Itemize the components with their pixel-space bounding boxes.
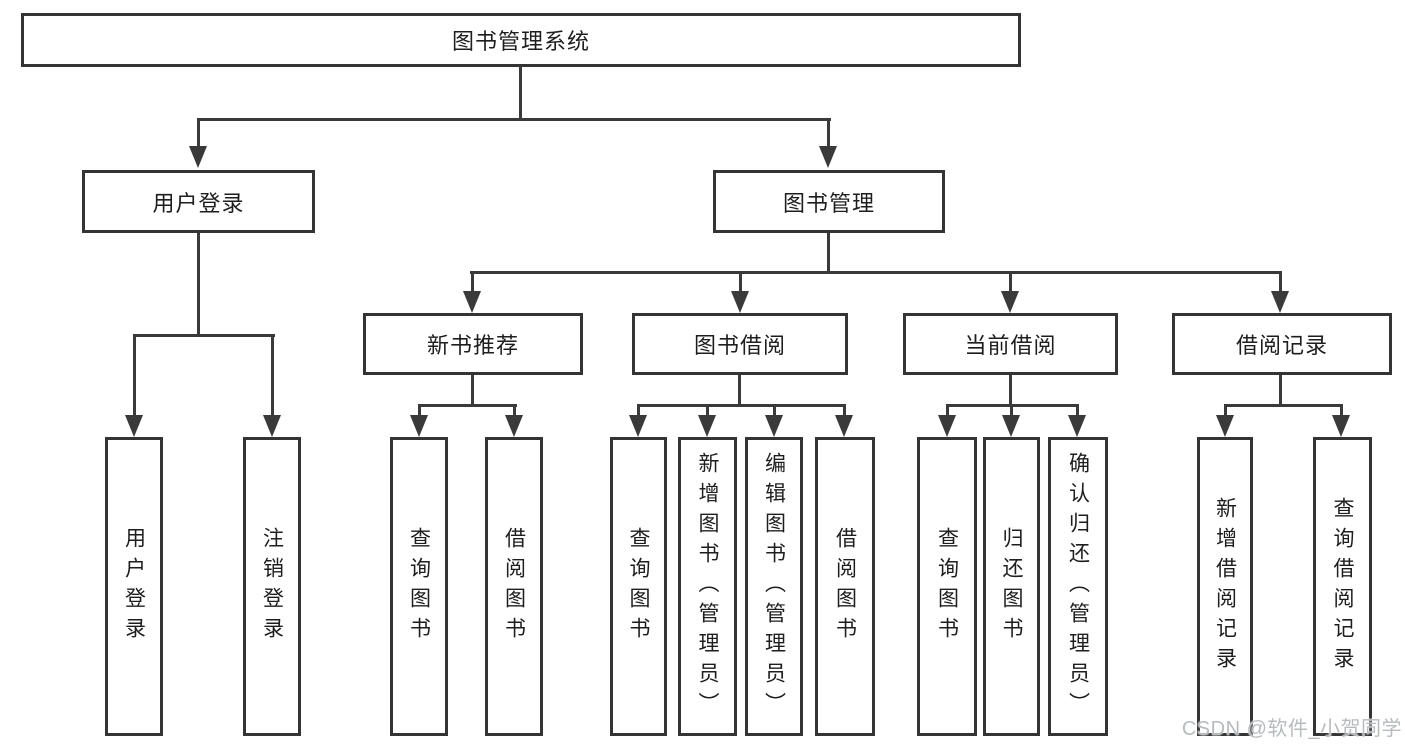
arrowhead-down-icon <box>1271 291 1289 313</box>
node-label: 新增图书（管理员） <box>696 451 719 722</box>
connector-stem <box>513 404 516 417</box>
connector-stem <box>773 404 776 417</box>
connector-stem <box>133 334 136 417</box>
connector-stem <box>197 118 200 149</box>
node-query-books-newbook: 查询图书 <box>390 437 448 736</box>
connector-borrow-bar <box>637 404 845 407</box>
connector-login-trunk <box>197 233 200 337</box>
node-library-management-system: 图书管理系统 <box>21 13 1021 67</box>
node-label: 图书管理 <box>782 190 875 216</box>
arrowhead-down-icon <box>463 291 481 313</box>
arrowhead-down-icon <box>1216 415 1234 437</box>
node-return-books: 归还图书 <box>983 437 1040 736</box>
arrowhead-down-icon <box>505 415 523 437</box>
node-label: 新增借阅记录 <box>1213 496 1237 677</box>
connector-newbook-bar <box>418 404 517 407</box>
arrowhead-down-icon <box>1068 415 1086 437</box>
connector-records-trunk <box>1279 375 1282 407</box>
connector-stem <box>471 271 474 293</box>
connector-newbook-trunk <box>471 375 474 407</box>
connector-book-mgmt-trunk <box>827 233 830 274</box>
node-label: 查询借阅记录 <box>1331 496 1354 677</box>
arrowhead-down-icon <box>698 415 716 437</box>
node-query-borrow-record: 查询借阅记录 <box>1313 437 1372 736</box>
node-label: 当前借阅 <box>964 333 1057 358</box>
arrowhead-down-icon <box>938 415 956 437</box>
node-borrow-books-borrow: 借阅图书 <box>815 437 875 736</box>
arrowhead-down-icon <box>410 415 428 437</box>
node-label: 注销登录 <box>260 526 284 647</box>
connector-current-trunk <box>1009 375 1012 407</box>
arrowhead-down-icon <box>1001 291 1019 313</box>
node-book-borrowing: 图书借阅 <box>632 313 848 375</box>
connector-stem <box>739 271 742 293</box>
arrowhead-down-icon <box>125 415 143 437</box>
connector-stem <box>637 404 640 417</box>
arrowhead-down-icon <box>765 415 783 437</box>
node-label: 查询图书 <box>407 526 431 647</box>
node-label: 借阅图书 <box>502 526 526 647</box>
node-label: 借阅图书 <box>833 526 857 647</box>
node-book-management: 图书管理 <box>713 170 945 233</box>
node-label: 图书管理系统 <box>451 29 590 54</box>
node-add-borrow-record: 新增借阅记录 <box>1197 437 1253 736</box>
node-label: 确认归还（管理员） <box>1066 451 1090 722</box>
node-edit-books-admin: 编辑图书（管理员） <box>745 437 803 736</box>
node-borrowing-records: 借阅记录 <box>1172 313 1392 375</box>
node-label: 归还图书 <box>1000 526 1023 647</box>
connector-stem <box>271 334 274 417</box>
connector-stem <box>1009 271 1012 293</box>
node-label: 图书借阅 <box>693 333 786 358</box>
connector-stem <box>1076 404 1079 417</box>
connector-records-bar <box>1224 404 1343 407</box>
node-label: 查询图书 <box>935 526 959 647</box>
node-label: 借阅记录 <box>1235 333 1328 358</box>
node-label: 编辑图书（管理员） <box>762 451 786 722</box>
node-label: 查询图书 <box>627 526 650 647</box>
connector-stem <box>946 404 949 417</box>
arrowhead-down-icon <box>1002 415 1020 437</box>
connector-stem <box>827 118 830 149</box>
node-label: 新书推荐 <box>426 333 519 358</box>
connector-stem <box>1279 271 1282 293</box>
arrowhead-down-icon <box>629 415 647 437</box>
node-current-borrowing: 当前借阅 <box>903 313 1118 375</box>
node-user-login-leaf: 用户登录 <box>105 437 163 736</box>
arrowhead-down-icon <box>819 146 837 168</box>
node-confirm-return-admin: 确认归还（管理员） <box>1048 437 1108 736</box>
connector-stem <box>1224 404 1227 417</box>
watermark-text: CSDN @软件_小贺同学 <box>1181 718 1402 740</box>
connector-root-trunk <box>519 66 522 121</box>
connector-stem <box>418 404 421 417</box>
connector-stem <box>706 404 709 417</box>
connector-borrow-trunk <box>738 375 741 407</box>
node-label: 用户登录 <box>152 190 245 216</box>
arrowhead-down-icon <box>189 146 207 168</box>
arrowhead-down-icon <box>263 415 281 437</box>
node-query-books-current: 查询图书 <box>917 437 977 736</box>
arrowhead-down-icon <box>1332 415 1350 437</box>
connector-stem <box>1340 404 1343 417</box>
node-query-books-borrow: 查询图书 <box>610 437 667 736</box>
connector-stem <box>1010 404 1013 417</box>
connector-root-bar <box>197 118 831 121</box>
arrowhead-down-icon <box>731 291 749 313</box>
connector-book-mgmt-bar <box>470 271 1282 274</box>
node-logout: 注销登录 <box>243 437 301 736</box>
node-label: 用户登录 <box>122 526 146 647</box>
node-borrow-books-newbook: 借阅图书 <box>485 437 543 736</box>
node-user-login: 用户登录 <box>82 170 315 233</box>
node-add-books-admin: 新增图书（管理员） <box>678 437 737 736</box>
node-new-book-recommendation: 新书推荐 <box>363 313 583 375</box>
arrowhead-down-icon <box>835 415 853 437</box>
connector-login-bar <box>133 334 275 337</box>
connector-stem <box>843 404 846 417</box>
